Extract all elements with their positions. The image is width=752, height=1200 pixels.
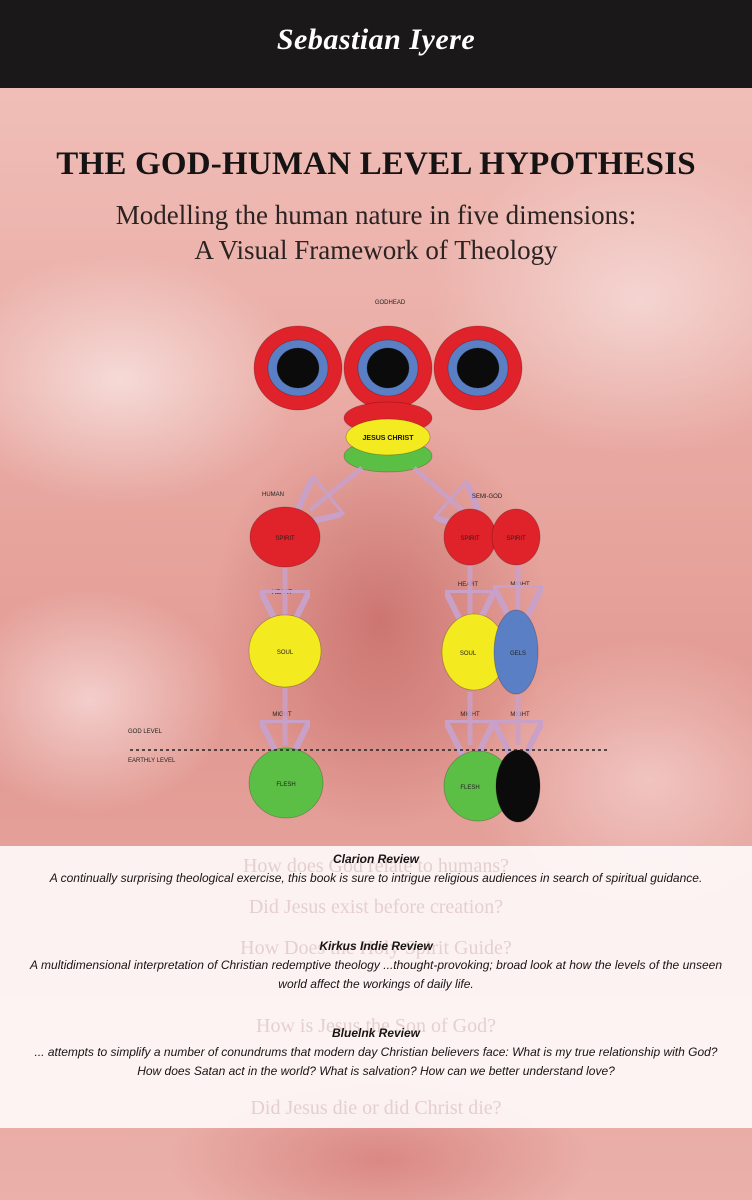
review-source: Kirkus Indie Review [319, 939, 433, 953]
god-level-label: GOD LEVEL [128, 729, 163, 735]
review-source: Bluelnk Review [331, 1026, 421, 1040]
ghost-question-2: Did Jesus exist before creation? [248, 896, 504, 918]
demigod-spirit-label-right: SPIRIT [506, 536, 526, 542]
arrow-to-demigod [412, 466, 468, 515]
demigod-gels-node: GELS [493, 609, 539, 695]
review-text: A continually surprising theological exe… [49, 871, 703, 885]
demigod-spirit-node: SPIRIT SPIRIT [443, 508, 541, 566]
demigod-gels-label: GELS [510, 651, 526, 657]
review-blueink: Bluelnk Review ... attempts to simplify … [30, 1026, 722, 1081]
human-spirit-label: SPIRIT [275, 536, 295, 542]
earthly-level-label: EARTHLY LEVEL [128, 758, 176, 764]
review-source: Clarion Review [332, 852, 420, 866]
demigod-label: SEMI-GOD [472, 494, 503, 500]
subtitle-line-2: A Visual Framework of Theology [194, 235, 558, 265]
human-flesh-node: FLESH [248, 747, 324, 819]
ghost-question-1: How does God relate to humans? [242, 855, 510, 877]
godhead-circle-center [343, 325, 433, 411]
human-flesh-label: FLESH [276, 782, 295, 788]
ghost-question-4: How is Jesus the Son of God? [256, 1015, 496, 1037]
demigod-flesh-label: FLESH [460, 785, 479, 791]
human-spirit-node: SPIRIT [249, 506, 321, 568]
review-text: ... attempts to simplify a number of con… [34, 1045, 718, 1078]
arrow-to-human [310, 466, 364, 510]
subtitle-line-1: Modelling the human nature in five dimen… [115, 200, 637, 230]
godhead-label: GODHEAD [375, 300, 406, 306]
review-kirkus: Kirkus Indie Review A multidimensional i… [30, 939, 722, 994]
review-clarion: Clarion Review A continually surprising … [30, 852, 722, 888]
demigod-flesh-node: FLESH [443, 749, 541, 823]
human-label: HUMAN [262, 492, 284, 498]
god-human-diagram: GODHEAD JESUS CHRIST HUMAN SEMI-GOD SPIR… [128, 300, 610, 823]
human-soul-label: SOUL [277, 650, 294, 656]
reviews-panel [0, 846, 752, 1128]
godhead-circle-left [253, 325, 343, 411]
ghost-question-3: How Does the Holy Spirit Guide? [240, 937, 512, 959]
book-subtitle: Modelling the human nature in five dimen… [0, 198, 752, 268]
jesus-christ-label: JESUS CHRIST [363, 435, 415, 442]
demigod-soul-label: SOUL [460, 651, 477, 657]
book-title: THE GOD-HUMAN LEVEL HYPOTHESIS [56, 146, 696, 182]
review-text: A multidimensional interpretation of Chr… [30, 958, 722, 991]
author-bar: Sebastian Iyere [0, 0, 752, 88]
human-soul-node: SOUL [248, 614, 322, 688]
jesus-christ-node: JESUS CHRIST [343, 401, 433, 473]
human-might-label: MIGHT [272, 712, 292, 718]
author-name: Sebastian Iyere [276, 23, 476, 56]
godhead-circle-right [433, 325, 523, 411]
human-heart-label: HEART [272, 590, 293, 596]
ghost-question-5: Did Jesus die or did Christ die? [250, 1097, 502, 1119]
demigod-spirit-label-left: SPIRIT [460, 536, 480, 542]
